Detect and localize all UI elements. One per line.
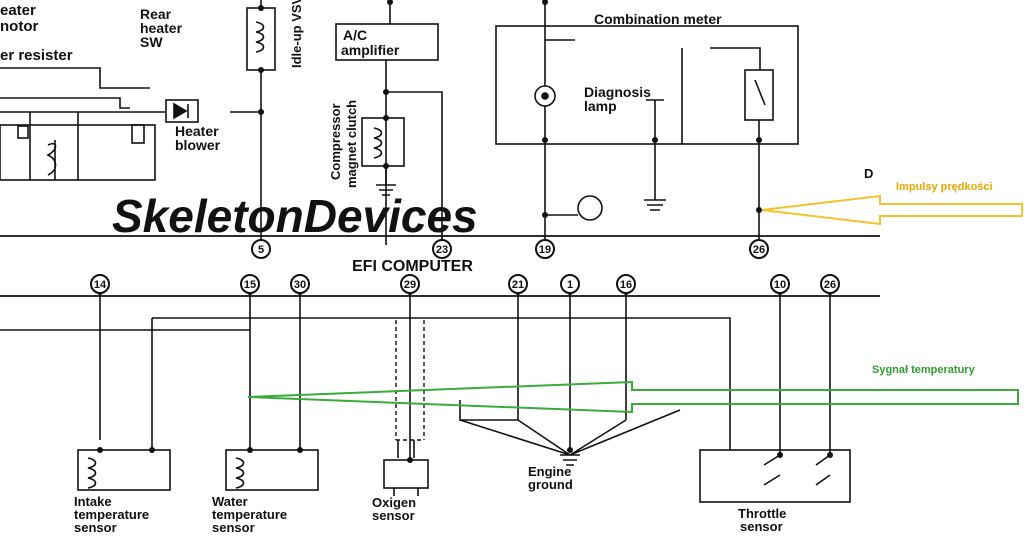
pin-circle (535, 239, 555, 259)
pin-circle (290, 274, 310, 294)
bottom-pins: 14 15 30 29 21 1 16 10 26 (90, 274, 840, 294)
intake-sensor-label-2: temperature (74, 507, 149, 522)
watermark: SkeletonDevices (112, 190, 478, 242)
pin-bottom-1: 1 (567, 279, 573, 291)
oxigen-sensor-label-2: sensor (372, 508, 415, 523)
engine-ground-label-1: Engine (528, 464, 571, 479)
pin-circle (770, 274, 790, 294)
pin-bottom-16: 16 (620, 279, 632, 291)
water-sensor-label-2: temperature (212, 507, 287, 522)
pin-circle (616, 274, 636, 294)
bottom-labels: Intake temperature sensor Water temperat… (74, 464, 786, 535)
speed-arrow-shape (761, 194, 1023, 226)
compressor-label-2: magnet clutch (344, 100, 359, 188)
intake-sensor-label-3: sensor (74, 520, 117, 535)
throttle-sensor-label-1: Throttle (738, 506, 786, 521)
temp-arrow-shape (247, 380, 1019, 414)
ac-amplifier-label-1: A/C (343, 27, 367, 43)
pin-circle (749, 239, 769, 259)
pin-top-19: 19 (539, 244, 551, 256)
pin-circle (240, 274, 260, 294)
pin-bottom-15: 15 (244, 279, 256, 291)
water-sensor-label-1: Water (212, 494, 248, 509)
combination-meter-label: Combination meter (594, 11, 722, 27)
oxigen-sensor-label-1: Oxigen (372, 495, 416, 510)
bottom-junctions (97, 289, 833, 463)
heater-motor-label-1: eater (0, 2, 36, 19)
engine-ground-label-2: ground (528, 477, 573, 492)
speed-pulse-arrow: Impulsy prędkości (761, 181, 1023, 226)
pin-bottom-14: 14 (94, 279, 107, 291)
pin-bottom-21: 21 (512, 279, 524, 291)
pin-bottom-26: 26 (824, 279, 836, 291)
pin-circle (820, 274, 840, 294)
temperature-signal-arrow: Sygnał temperatury (247, 364, 1019, 414)
intake-sensor-label-1: Intake (74, 494, 112, 509)
diagnosis-lamp-label-2: lamp (584, 98, 617, 114)
heater-blower-label-1: Heater (175, 123, 219, 139)
rear-heater-label-1: Rear (140, 6, 172, 22)
pin-circle (560, 274, 580, 294)
pin-bottom-29: 29 (404, 279, 416, 291)
pin-circle (432, 239, 452, 259)
pin-top-5: 5 (258, 244, 264, 256)
diagnosis-lamp-symbol (534, 85, 556, 107)
efi-computer-label: EFI COMPUTER (352, 258, 473, 275)
speed-pulse-annotation: Impulsy prędkości (896, 181, 993, 193)
idle-up-vsv-label: Idle-up VSV (289, 0, 304, 68)
ac-amplifier-label-2: amplifier (341, 42, 400, 58)
d-marker: D (864, 166, 873, 181)
pin-bottom-30: 30 (294, 279, 306, 291)
pin-top-23: 23 (436, 244, 448, 256)
heater-blower-label-2: blower (175, 137, 221, 153)
compressor-label-1: Compressor (328, 103, 343, 180)
diagnosis-lamp-label-1: Diagnosis (584, 84, 651, 100)
pin-bottom-10: 10 (774, 279, 786, 291)
efi-computer-box (0, 235, 880, 297)
pin-circle (400, 274, 420, 294)
throttle-sensor-label-2: sensor (740, 519, 783, 534)
top-wiring (0, 0, 799, 245)
water-sensor-label-3: sensor (212, 520, 255, 535)
pin-top-26: 26 (753, 244, 765, 256)
rear-heater-label-3: SW (140, 34, 163, 50)
heater-motor-label-2: notor (0, 18, 38, 35)
rear-heater-label-2: heater (140, 20, 183, 36)
temperature-signal-annotation: Sygnał temperatury (872, 364, 976, 376)
heater-blower-symbol (165, 99, 199, 123)
pin-circle (508, 274, 528, 294)
bottom-wiring (0, 292, 851, 503)
top-labels: eater notor er resister Rear heater SW I… (0, 0, 873, 275)
pin-circle (251, 239, 271, 259)
pin-circle (90, 274, 110, 294)
heater-resister-label: er resister (0, 47, 73, 64)
top-pins: 5 23 19 26 (251, 239, 769, 259)
